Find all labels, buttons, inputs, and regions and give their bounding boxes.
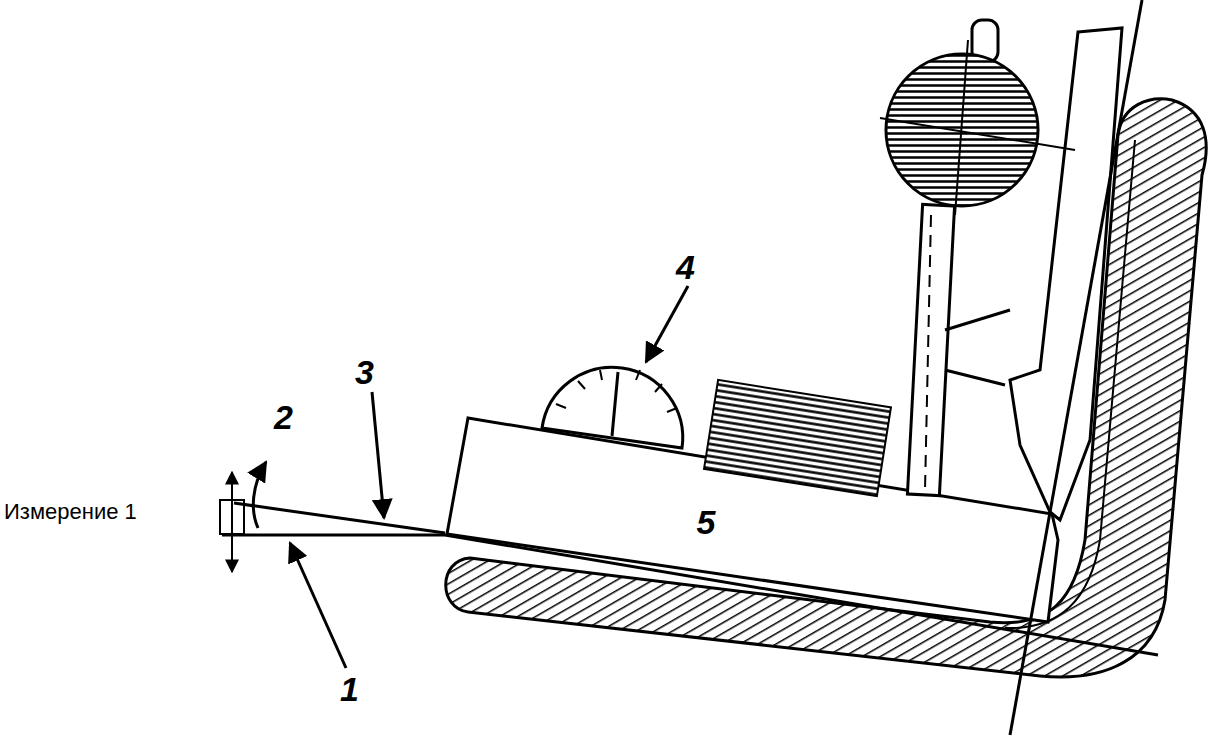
callout-number: 4	[676, 250, 695, 284]
seat-reference-line	[445, 535, 1158, 655]
leader-1	[290, 543, 346, 668]
measurement-label: Измерение 1	[4, 501, 137, 523]
callout-number: 2	[274, 400, 293, 434]
thigh-line	[234, 503, 445, 533]
leader-3	[372, 392, 384, 518]
callout-number: 3	[355, 355, 374, 389]
rod-centre-line	[925, 215, 931, 490]
angle-arc	[253, 462, 266, 528]
measure-arrow	[231, 472, 233, 572]
part-number-text: 5	[695, 505, 718, 539]
callout-number: 1	[340, 672, 359, 706]
back-line	[1010, 0, 1142, 735]
thigh-weights	[704, 380, 891, 496]
part-number: 5	[695, 503, 718, 543]
dial-ticks	[556, 370, 677, 412]
rod-bracket	[945, 310, 1010, 385]
dial-needle	[612, 372, 618, 436]
horizontal-reference-line	[222, 534, 445, 537]
protractor-dial	[542, 367, 683, 448]
ball-axis-vertical	[955, 40, 968, 215]
measure-box	[220, 500, 244, 534]
ball-axis	[880, 118, 1075, 150]
leader-4	[646, 286, 688, 362]
torso-rod	[907, 204, 954, 495]
